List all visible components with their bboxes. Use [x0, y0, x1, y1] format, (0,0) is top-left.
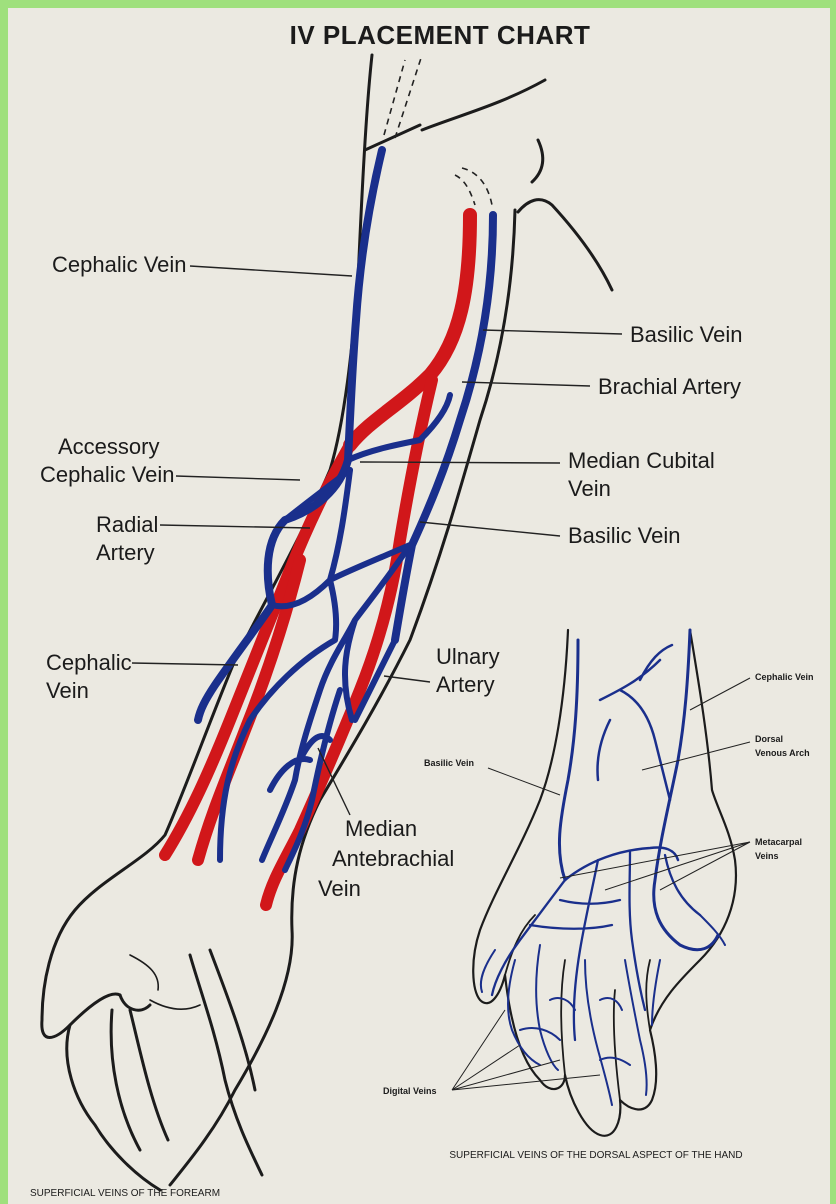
palm-crease — [130, 955, 200, 1009]
leader-digital-veins — [452, 1010, 600, 1090]
leader-radial-artery — [160, 525, 310, 528]
dorsal-hand-illustration — [473, 630, 736, 1136]
chart-drawing: IV PLACEMENT CHART Cephalic Vein Basilic — [8, 8, 830, 1204]
chart-title: IV PLACEMENT CHART — [290, 20, 591, 50]
label-median-antebrachial-1: Median — [345, 816, 417, 841]
hand-outline — [473, 630, 736, 1136]
elbow-line — [518, 200, 612, 290]
label-ulnary-artery-2: Artery — [436, 672, 495, 697]
label-accessory-cephalic-2: Cephalic Vein — [40, 462, 175, 487]
label-cephalic-vein-upper: Cephalic Vein — [52, 252, 187, 277]
leader-cephalic-vein-lower — [132, 663, 238, 665]
leader-basilic-vein-lower — [420, 522, 560, 536]
iv-placement-chart: IV PLACEMENT CHART Cephalic Vein Basilic — [8, 8, 830, 1204]
palm-thumb-outline — [67, 995, 160, 1190]
label-accessory-cephalic-1: Accessory — [58, 434, 159, 459]
finger-separations — [505, 915, 650, 1100]
hand-labels: Cephalic Vein Dorsal Venous Arch Basilic… — [383, 672, 814, 1096]
brachial-artery — [350, 215, 470, 445]
label-digital-veins: Digital Veins — [383, 1086, 437, 1096]
label-metacarpal-veins-1: Metacarpal — [755, 837, 802, 847]
shoulder-line — [422, 80, 545, 130]
label-ulnary-artery-1: Ulnary — [436, 644, 500, 669]
label-brachial-artery: Brachial Artery — [598, 374, 741, 399]
label-metacarpal-veins-2: Veins — [755, 851, 779, 861]
label-dorsal-venous-arch-2: Venous Arch — [755, 748, 810, 758]
label-dorsal-venous-arch-1: Dorsal — [755, 734, 783, 744]
upper-arm-cut — [365, 125, 420, 150]
label-cephalic-vein-lower-2: Vein — [46, 678, 89, 703]
metacarpal-veins — [492, 852, 700, 1040]
elbow-fold — [532, 140, 543, 182]
label-median-cubital-1: Median Cubital — [568, 448, 715, 473]
label-cephalic-vein-lower-1: Cephalic — [46, 650, 132, 675]
label-radial-artery-2: Artery — [96, 540, 155, 565]
caption-forearm: SUPERFICIAL VEINS OF THE FOREARM — [30, 1188, 220, 1199]
forearm-illustration — [42, 55, 612, 1190]
caption-dorsal-hand: SUPERFICIAL VEINS OF THE DORSAL ASPECT O… — [449, 1150, 742, 1161]
label-radial-artery-1: Radial — [96, 512, 158, 537]
label-median-antebrachial-3: Vein — [318, 876, 361, 901]
label-hand-basilic-vein: Basilic Vein — [424, 758, 474, 768]
leader-brachial-artery — [462, 382, 590, 386]
finger-lines — [111, 950, 262, 1175]
leader-median-cubital — [360, 462, 560, 463]
label-basilic-vein-upper: Basilic Vein — [630, 322, 743, 347]
arm-outline-right — [170, 210, 515, 1185]
label-median-cubital-2: Vein — [568, 476, 611, 501]
label-hand-cephalic-vein: Cephalic Vein — [755, 672, 814, 682]
hand-basilic-vein — [559, 640, 578, 880]
leader-cephalic-vein-upper — [190, 266, 352, 276]
dashed-cut-elbow — [455, 168, 492, 205]
leader-accessory-cephalic — [176, 476, 300, 480]
label-basilic-vein-lower: Basilic Vein — [568, 523, 681, 548]
label-median-antebrachial-2: Antebrachial — [332, 846, 454, 871]
